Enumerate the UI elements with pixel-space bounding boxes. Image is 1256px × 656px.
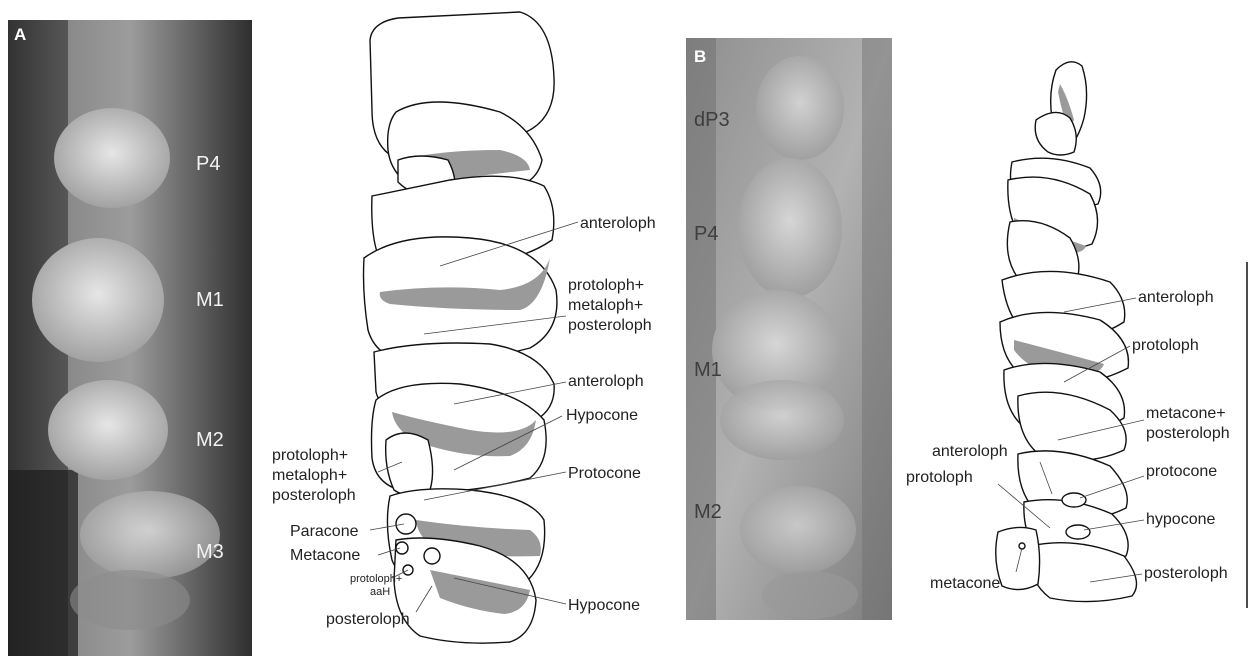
- label-a-plus-1-line-2: metaloph+: [568, 297, 643, 314]
- label-a-plus-2-line-2: metaloph+: [272, 467, 347, 484]
- label-b-metacone: metacone: [930, 575, 1000, 592]
- label-a-protoloph-aah-line-2: aaH: [370, 586, 390, 598]
- panel-a-letter: A: [14, 25, 26, 44]
- label-b-protocone: protocone: [1146, 463, 1217, 480]
- label-b-metacone-posteroloph-line-1: metacone+: [1146, 405, 1226, 422]
- label-b-metacone-posteroloph-line-2: posteroloph: [1146, 425, 1230, 442]
- label-a-posteroloph: posteroloph: [326, 611, 410, 628]
- label-a-hypocone-1: Hypocone: [566, 407, 638, 424]
- label-a-paracone: Paracone: [290, 523, 359, 540]
- photo-a-label-p4: P4: [196, 153, 220, 175]
- panel-b-drawing: [996, 62, 1137, 602]
- label-b-anteroloph-2: anteroloph: [932, 443, 1008, 460]
- panel-a-drawing: [364, 12, 557, 643]
- photo-a-label-m1: M1: [196, 289, 224, 311]
- label-a-hypocone-2: Hypocone: [568, 597, 640, 614]
- photo-a-label-m2: M2: [196, 429, 224, 451]
- photo-b-label-p4: P4: [694, 223, 718, 245]
- panel-b-letter: B: [694, 47, 706, 66]
- label-a-anteroloph-2: anteroloph: [568, 373, 644, 390]
- photo-b-label-dp3: dP3: [694, 109, 730, 131]
- label-b-posteroloph: posteroloph: [1144, 565, 1228, 582]
- label-a-plus-1-line-3: posteroloph: [568, 317, 652, 334]
- label-b-anteroloph-1: anteroloph: [1138, 289, 1214, 306]
- label-b-hypocone: hypocone: [1146, 511, 1215, 528]
- photo-b-label-m2: M2: [694, 501, 722, 523]
- label-a-anteroloph-1: anteroloph: [580, 215, 656, 232]
- label-a-protoloph-aah-line-1: protoloph+: [350, 573, 402, 585]
- label-a-protocone: Protocone: [568, 465, 641, 482]
- photo-a-label-m3: M3: [196, 541, 224, 563]
- label-a-plus-2-line-3: posteroloph: [272, 487, 356, 504]
- label-a-metacone: Metacone: [290, 547, 360, 564]
- label-a-plus-2-line-1: protoloph+: [272, 447, 348, 464]
- label-b-protoloph-1: protoloph: [1132, 337, 1199, 354]
- label-a-plus-1-line-1: protoloph+: [568, 277, 644, 294]
- label-b-protoloph-2: protoloph: [906, 469, 973, 486]
- photo-b-label-m1: M1: [694, 359, 722, 381]
